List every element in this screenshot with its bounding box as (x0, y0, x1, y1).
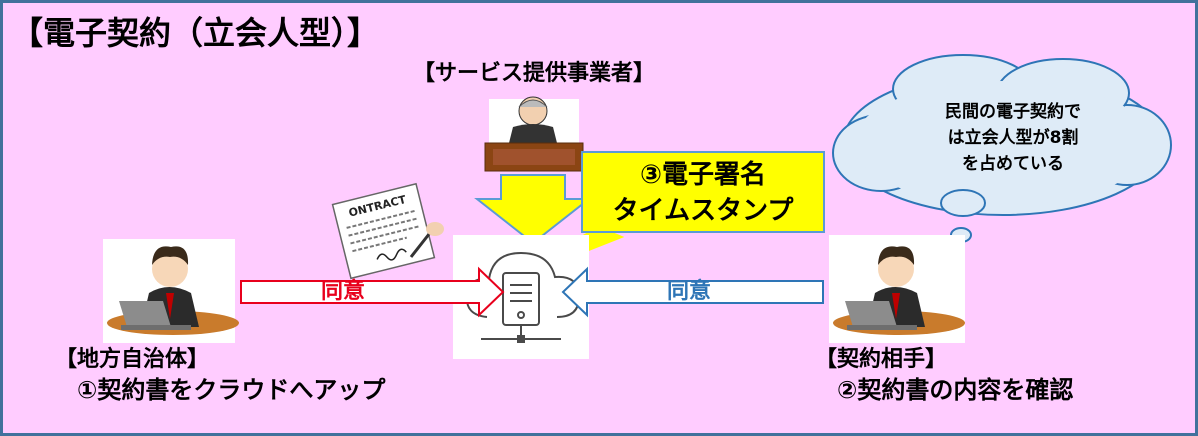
right-consent-label: 同意 (667, 279, 712, 304)
diagram-title: 【電子契約（立会人型）】 (11, 14, 380, 52)
diagram-graphics: ONTRACT (103, 54, 1172, 359)
down-arrow (474, 174, 592, 245)
left-party-step: ①契約書をクラウドへアップ (77, 376, 386, 404)
callout-line-1: ③電子署名 (639, 160, 766, 190)
callout-line-2: タイムスタンプ (612, 196, 794, 226)
cloud-line-3: を占めている (962, 154, 1064, 174)
provider-label: 【サービス提供事業者】 (413, 61, 656, 86)
cloud-line-1: 民間の電子契約で (945, 102, 1081, 122)
cloud-line-2: は立会人型が8割 (947, 128, 1079, 148)
contract-document-icon: ONTRACT (331, 182, 436, 280)
right-party-step: ②契約書の内容を確認 (837, 376, 1074, 404)
left-consent-arrow (240, 266, 505, 318)
left-consent-label: 同意 (321, 279, 366, 304)
left-person-figure (103, 239, 239, 343)
left-party-label: 【地方自治体】 (55, 347, 210, 372)
right-person-figure (829, 235, 965, 343)
signature-timestamp-callout: ③電子署名 タイムスタンプ (581, 151, 825, 233)
provider-figure (484, 96, 584, 172)
thought-cloud (832, 54, 1172, 256)
thought-cloud-text: 民間の電子契約で は立会人型が8割 を占めている (913, 99, 1113, 177)
right-party-label: 【契約相手】 (815, 347, 948, 372)
pen-hand-icon (409, 222, 444, 258)
right-consent-arrow (561, 266, 824, 318)
